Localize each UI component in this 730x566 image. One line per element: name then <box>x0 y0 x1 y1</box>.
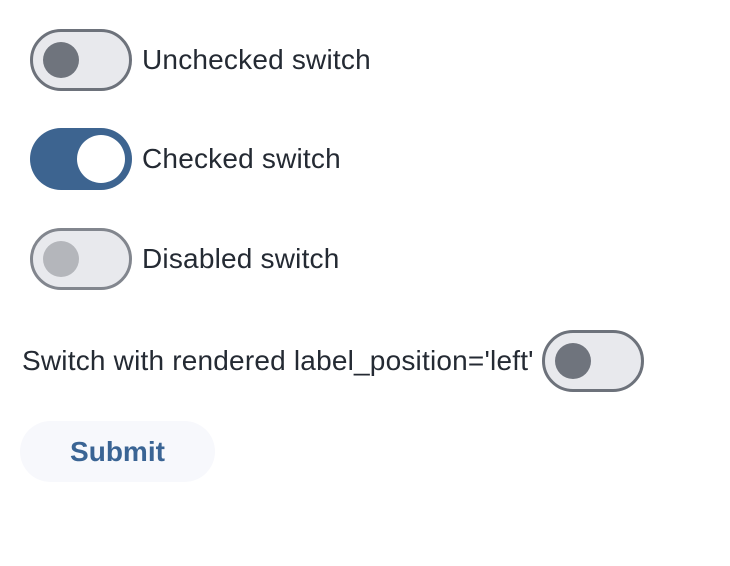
left-label-switch-label: Switch with rendered label_position='lef… <box>22 345 534 376</box>
unchecked-switch-row: Unchecked switch <box>30 29 371 91</box>
unchecked-switch-label: Unchecked switch <box>142 44 371 75</box>
disabled-switch-toggle <box>30 228 132 290</box>
submit-button[interactable]: Submit <box>20 421 215 482</box>
switch-thumb <box>43 42 79 78</box>
disabled-switch-row: Disabled switch <box>30 228 340 290</box>
switch-thumb <box>77 135 125 183</box>
left-label-switch-toggle[interactable] <box>541 330 644 392</box>
left-label-switch-row: Switch with rendered label_position='lef… <box>22 330 644 392</box>
checked-switch-row: Checked switch <box>30 128 341 190</box>
unchecked-switch-toggle[interactable] <box>30 29 132 91</box>
switch-thumb <box>43 241 79 277</box>
switch-thumb <box>554 343 591 379</box>
checked-switch-toggle[interactable] <box>30 128 132 190</box>
disabled-switch-label: Disabled switch <box>142 243 340 274</box>
checked-switch-label: Checked switch <box>142 143 341 174</box>
